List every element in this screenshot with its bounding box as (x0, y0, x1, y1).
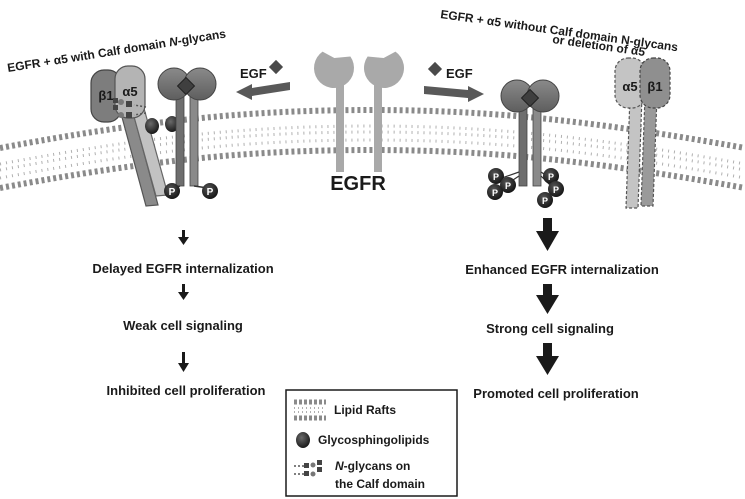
right-step-1: Enhanced EGFR internalization (465, 262, 659, 277)
lipid-raft-icon (294, 399, 326, 421)
left-egfr-dimer: P P (157, 67, 218, 199)
left-egfr-stalk-2 (189, 93, 199, 187)
right-egf-label: EGF (446, 66, 473, 81)
legend-label-lipid-rafts: Lipid Rafts (334, 403, 396, 417)
center-egfr-stalk-1 (336, 72, 344, 172)
right-beta1-stalk (640, 95, 658, 207)
svg-text:P: P (492, 188, 498, 198)
svg-text:P: P (505, 181, 511, 191)
left-step-3: Inhibited cell proliferation (107, 383, 266, 398)
svg-text:P: P (542, 196, 548, 206)
left-integrin: β1 α5 (90, 65, 169, 207)
right-egf-free (427, 61, 443, 77)
left-binding-arrow (236, 82, 290, 100)
left-beta1-label: β1 (98, 88, 113, 103)
left-arrow-2 (178, 292, 189, 300)
svg-text:P: P (548, 172, 554, 182)
bilayer-lower-heads (0, 146, 745, 191)
center-egfr-label: EGFR (330, 173, 386, 195)
right-egf-bound (520, 88, 540, 108)
legend: Lipid Rafts Glycosphingolipids N-glycans… (285, 389, 458, 497)
right-phospho-5 (548, 181, 564, 197)
svg-text:P: P (553, 185, 559, 195)
right-egfr-stalk-1 (518, 103, 528, 187)
left-egfr-stalk-1 (175, 93, 185, 187)
right-step-3: Promoted cell proliferation (473, 386, 638, 401)
left-egf-label: EGF (240, 66, 267, 81)
left-egf-bound (176, 76, 196, 96)
right-egfr-dimer: P P P P P P (487, 79, 564, 208)
left-egf-arrow: EGF (236, 59, 290, 100)
left-step-1: Delayed EGFR internalization (92, 261, 273, 276)
left-glycosphingolipid-2 (165, 116, 179, 132)
right-step-2: Strong cell signaling (486, 321, 614, 336)
right-cascade: Enhanced EGFR internalization Strong cel… (465, 218, 659, 401)
right-arrow-2 (536, 295, 559, 314)
svg-text:P: P (493, 172, 499, 182)
right-egf-arrow: EGF (424, 61, 484, 102)
right-arrow-1 (536, 231, 559, 251)
left-n-glycans (113, 98, 147, 118)
center-egfr-head-1 (314, 51, 354, 88)
left-cascade: Delayed EGFR internalization Weak cell s… (92, 230, 274, 398)
left-arrow-1 (178, 237, 189, 245)
left-phospho-1 (164, 183, 180, 199)
n-glycan-icon (294, 460, 322, 477)
right-integrin-dashed: α5 β1 (614, 57, 671, 209)
left-phospho-2 (202, 183, 218, 199)
legend-label-n-glycans: N-glycans on (335, 459, 410, 473)
right-binding-arrow (424, 86, 484, 102)
right-alpha5-stalk (625, 95, 643, 209)
right-alpha5-label: α5 (622, 79, 637, 94)
right-phospho-3 (487, 184, 503, 200)
left-arrow-3 (178, 363, 189, 372)
legend-label-calf-domain: the Calf domain (335, 477, 425, 491)
bilayer-upper-heads (0, 106, 745, 151)
left-panel-title: EGFR + α5 with Calf domain N-glycans (6, 26, 227, 74)
left-step-2: Weak cell signaling (123, 318, 243, 333)
right-phospho-2 (500, 177, 516, 193)
left-phospho-2-label: P (207, 187, 214, 198)
right-beta1-head (639, 57, 671, 109)
left-glycosphingolipid-1 (145, 118, 159, 134)
center-egfr-monomers: EGFR (314, 51, 404, 195)
lipid-bilayer (0, 106, 745, 191)
right-arrow-3 (536, 356, 559, 375)
left-phospho-1-label: P (169, 187, 176, 198)
right-phospho-4 (543, 168, 559, 184)
right-phospho-1 (488, 168, 504, 184)
left-egf-free (268, 59, 284, 75)
right-beta1-label: β1 (647, 79, 662, 94)
right-egfr-stalk-2 (532, 103, 542, 187)
legend-label-glycosphingolipids: Glycosphingolipids (318, 433, 430, 447)
right-phospho-6 (537, 192, 553, 208)
center-egfr-stalk-2 (374, 72, 382, 172)
left-alpha5-label: α5 (122, 84, 137, 99)
glycosphingolipid-icon (296, 432, 310, 448)
center-egfr-head-2 (364, 51, 404, 88)
